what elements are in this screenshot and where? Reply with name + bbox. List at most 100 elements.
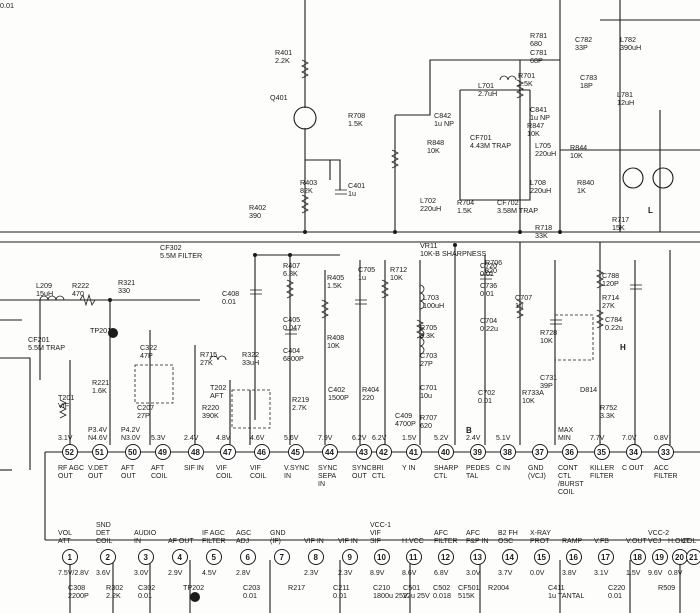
pin-label: C IN [496, 465, 510, 472]
component-ref: R781 [530, 31, 547, 40]
component-value: 680 [530, 39, 542, 48]
component-ref: R708 [348, 111, 365, 120]
component-ref: C701 [420, 383, 437, 392]
pin-label: VIF [370, 530, 381, 537]
pin-label: AUDIO [134, 530, 157, 537]
component-value: 0.22u [605, 323, 623, 332]
component-value: 1K [577, 186, 586, 195]
pin-label: IN [134, 538, 141, 545]
pin-number: 15 [537, 553, 546, 562]
component-ref: C702 [478, 388, 495, 397]
component-ref: R407 [283, 261, 300, 270]
pin-label: H.VCC [402, 538, 424, 545]
pin-voltage: 6.2V [372, 435, 387, 442]
component-ref: C207 [137, 403, 154, 412]
pin-voltage: 5.1V [496, 435, 511, 442]
pin-voltage: 7.9V [318, 435, 333, 442]
component-value: 0.047 [283, 323, 301, 332]
pin-number: 8 [314, 553, 319, 562]
component-ref: L703 [423, 293, 439, 302]
pin-number: 35 [597, 448, 606, 457]
pin-voltage: 1.5V [402, 435, 417, 442]
component-ref: R714 [602, 293, 619, 302]
component-value: 1u [515, 301, 523, 310]
pin-voltage: 0.0V [530, 570, 545, 577]
component-ref: C404 [283, 346, 300, 355]
pin-label: SYNC [318, 465, 337, 472]
component-value: 1.5K [457, 206, 472, 215]
component-ref: C211 [333, 583, 350, 592]
pin-number: 50 [128, 448, 137, 457]
top-pin-38: 385.1VC IN [496, 435, 516, 472]
pin-label: AFT [121, 465, 135, 472]
component-ref: C789 [0, 0, 17, 2]
pin-number: 20 [675, 553, 684, 562]
pin-voltage: 7.0V [622, 435, 637, 442]
pin-voltage: 2.9V [168, 570, 183, 577]
pin-voltage: 4.8V [216, 435, 231, 442]
component-ref: R712 [390, 265, 407, 274]
pin-number: 6 [246, 553, 251, 562]
component-ref: R847 [527, 121, 544, 130]
pin-voltage: 3.7V [498, 570, 513, 577]
component-ref: C842 [434, 111, 451, 120]
component-value: 0.01 [222, 297, 236, 306]
pin-label: OUT [352, 473, 368, 480]
component-ref: C782 [575, 35, 592, 44]
component-value: 1u NP [530, 113, 550, 122]
component-ref: C703 [420, 351, 437, 360]
pin-number: 10 [377, 553, 386, 562]
component-value: 1.6K [92, 386, 107, 395]
component-ref: R752 [600, 403, 617, 412]
pin-number: 13 [473, 553, 482, 562]
annotation-b: B [466, 426, 472, 435]
pin-label: COIL [250, 473, 266, 480]
component-ref: C409 [395, 411, 412, 420]
component-value: 33P [575, 43, 588, 52]
component-ref: R2004 [488, 583, 509, 592]
pin-voltage: 7.5V/2.8V [58, 570, 89, 577]
component-value: 68P [530, 56, 543, 65]
component-ref: R401 [275, 48, 292, 57]
pin-label: GND [270, 530, 286, 537]
pin-label: VCJ [648, 538, 661, 545]
pin-circle [406, 549, 422, 565]
pin-label: VIF IN [338, 538, 358, 545]
component-ref: R704 [457, 198, 474, 207]
pin-voltage: 0.8V [668, 570, 683, 577]
component-ref: C502 [433, 583, 450, 592]
pin-label: ADJ [236, 538, 249, 545]
pin-number: 48 [191, 448, 200, 457]
component-value: 1800u 25V [373, 591, 408, 600]
component-value: 220uH [530, 186, 551, 195]
component-ref: L782 [620, 35, 636, 44]
component-ref: R701 [518, 71, 535, 80]
pin-circle [206, 549, 222, 565]
component-ref: Q401 [270, 93, 288, 102]
pin-voltage: MAX [558, 427, 574, 434]
component-ref: R222 [72, 281, 89, 290]
component-value: 3.3K [600, 411, 615, 420]
